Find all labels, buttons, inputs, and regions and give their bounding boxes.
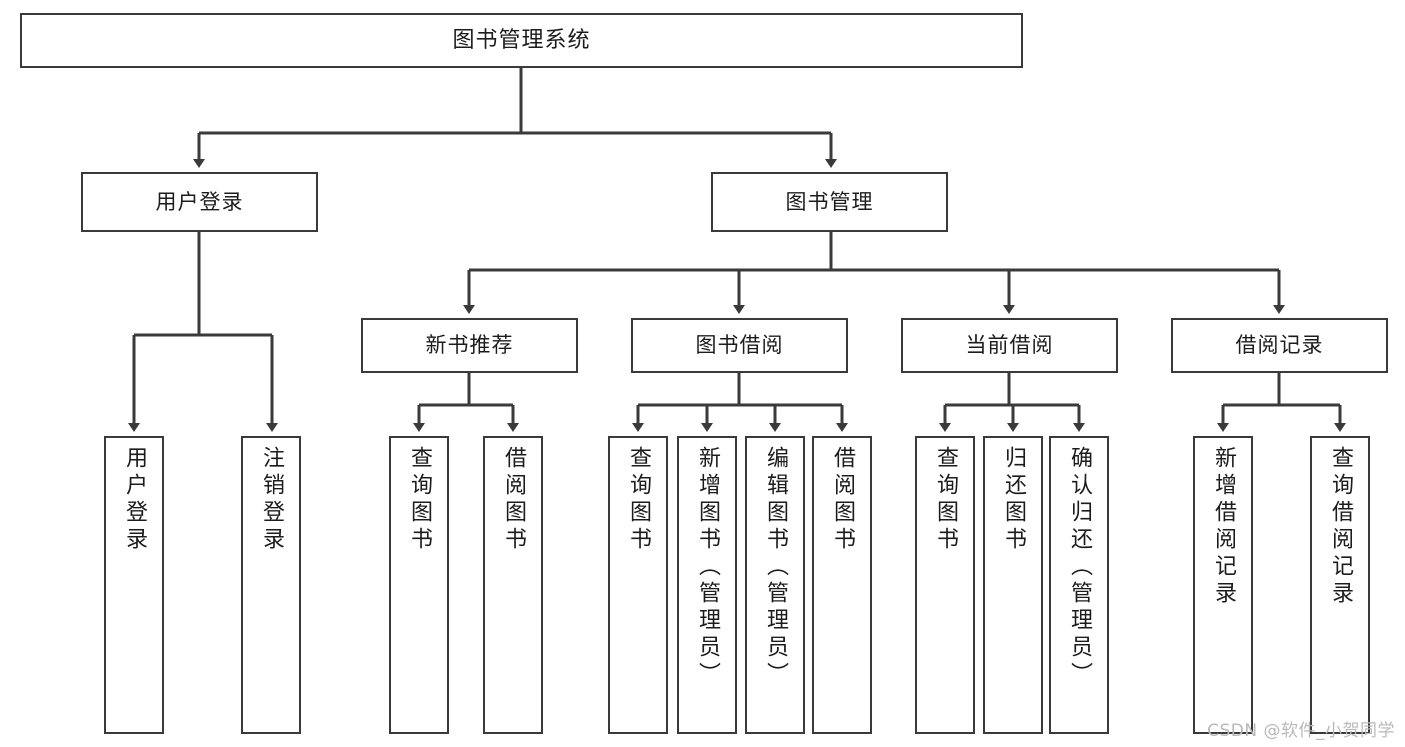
node-leaf-query-book-2-label: 查询图书 [626, 446, 651, 554]
watermark: CSDN @软件_小贺同学 [1207, 721, 1395, 741]
node-leaf-logout[interactable]: 注销登录 [241, 436, 301, 734]
node-book-borrow[interactable]: 图书借阅 [631, 318, 848, 373]
node-leaf-query-book-1[interactable]: 查询图书 [389, 436, 449, 734]
node-current-borrow[interactable]: 当前借阅 [901, 318, 1118, 373]
node-leaf-return-book-label: 归还图书 [1001, 446, 1026, 554]
node-leaf-add-book-label: 新增图书（管理员） [695, 446, 720, 689]
node-root-label: 图书管理系统 [452, 27, 591, 53]
node-new-book-recommend-label: 新书推荐 [425, 333, 514, 358]
node-current-borrow-label: 当前借阅 [965, 333, 1054, 358]
node-root[interactable]: 图书管理系统 [20, 13, 1023, 68]
node-leaf-query-book-3-label: 查询图书 [933, 446, 958, 554]
node-leaf-query-book-2[interactable]: 查询图书 [608, 436, 668, 734]
node-book-borrow-label: 图书借阅 [695, 333, 784, 358]
node-borrow-record[interactable]: 借阅记录 [1171, 318, 1388, 373]
node-leaf-borrow-book-2-label: 借阅图书 [830, 446, 855, 554]
node-leaf-return-book[interactable]: 归还图书 [983, 436, 1043, 734]
node-leaf-confirm-return[interactable]: 确认归还（管理员） [1049, 436, 1109, 734]
node-leaf-query-record-label: 查询借阅记录 [1328, 446, 1353, 608]
node-leaf-user-login[interactable]: 用户登录 [104, 436, 164, 734]
node-borrow-record-label: 借阅记录 [1235, 333, 1324, 358]
node-leaf-query-book-1-label: 查询图书 [407, 446, 432, 554]
node-leaf-add-record[interactable]: 新增借阅记录 [1193, 436, 1253, 734]
node-new-book-recommend[interactable]: 新书推荐 [361, 318, 578, 373]
node-book-manage[interactable]: 图书管理 [711, 172, 948, 232]
node-leaf-user-login-label: 用户登录 [122, 446, 147, 554]
node-leaf-query-book-3[interactable]: 查询图书 [915, 436, 975, 734]
node-leaf-borrow-book-1-label: 借阅图书 [501, 446, 526, 554]
node-user-login[interactable]: 用户登录 [81, 172, 318, 232]
node-leaf-edit-book[interactable]: 编辑图书（管理员） [745, 436, 805, 734]
node-leaf-add-record-label: 新增借阅记录 [1211, 446, 1236, 608]
node-leaf-borrow-book-2[interactable]: 借阅图书 [812, 436, 872, 734]
node-user-login-label: 用户登录 [155, 189, 244, 214]
node-leaf-edit-book-label: 编辑图书（管理员） [763, 446, 788, 689]
node-leaf-confirm-return-label: 确认归还（管理员） [1067, 446, 1092, 689]
node-leaf-query-record[interactable]: 查询借阅记录 [1310, 436, 1370, 734]
node-book-manage-label: 图书管理 [785, 189, 874, 214]
node-leaf-logout-label: 注销登录 [259, 446, 284, 554]
node-leaf-borrow-book-1[interactable]: 借阅图书 [483, 436, 543, 734]
node-leaf-add-book[interactable]: 新增图书（管理员） [677, 436, 737, 734]
